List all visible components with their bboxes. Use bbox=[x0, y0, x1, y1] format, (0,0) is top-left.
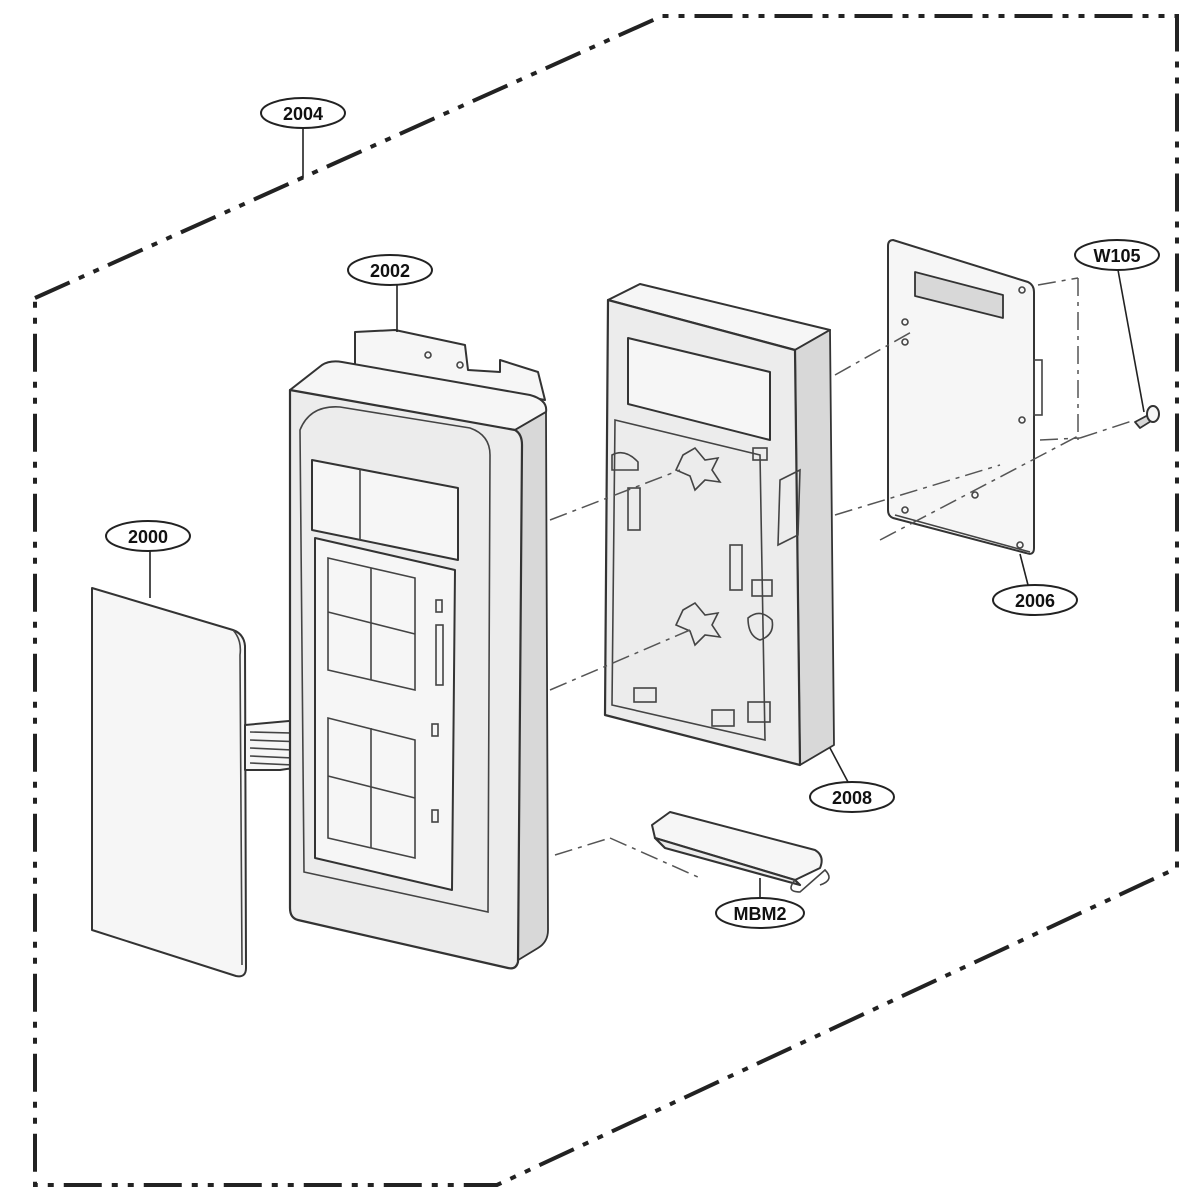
callout-label: W105 bbox=[1093, 246, 1140, 266]
callout-label: 2000 bbox=[128, 527, 168, 547]
callout-2008: 2008 bbox=[809, 781, 895, 813]
callout-label: MBM2 bbox=[734, 904, 787, 924]
control-panel-frame-part bbox=[288, 329, 549, 970]
leader-lines bbox=[149, 128, 1145, 897]
callout-2000: 2000 bbox=[105, 520, 191, 552]
pcb-board-part bbox=[887, 239, 1043, 555]
callout-label: 2008 bbox=[832, 788, 872, 808]
assembly-boundary bbox=[33, 14, 1179, 1187]
callout-label: 2002 bbox=[370, 261, 410, 281]
assembly-phantom-lines bbox=[549, 277, 1136, 879]
callout-W105: W105 bbox=[1074, 239, 1160, 271]
callout-2002: 2002 bbox=[347, 254, 433, 286]
callout-2004: 2004 bbox=[260, 97, 346, 129]
callout-MBM2: MBM2 bbox=[715, 897, 805, 929]
housing-cover-part bbox=[603, 283, 835, 767]
screw-part bbox=[1134, 405, 1160, 429]
callout-label: 2004 bbox=[283, 104, 323, 124]
callout-label: 2006 bbox=[1015, 591, 1055, 611]
bracket-part bbox=[651, 811, 830, 893]
callout-2006: 2006 bbox=[992, 584, 1078, 616]
